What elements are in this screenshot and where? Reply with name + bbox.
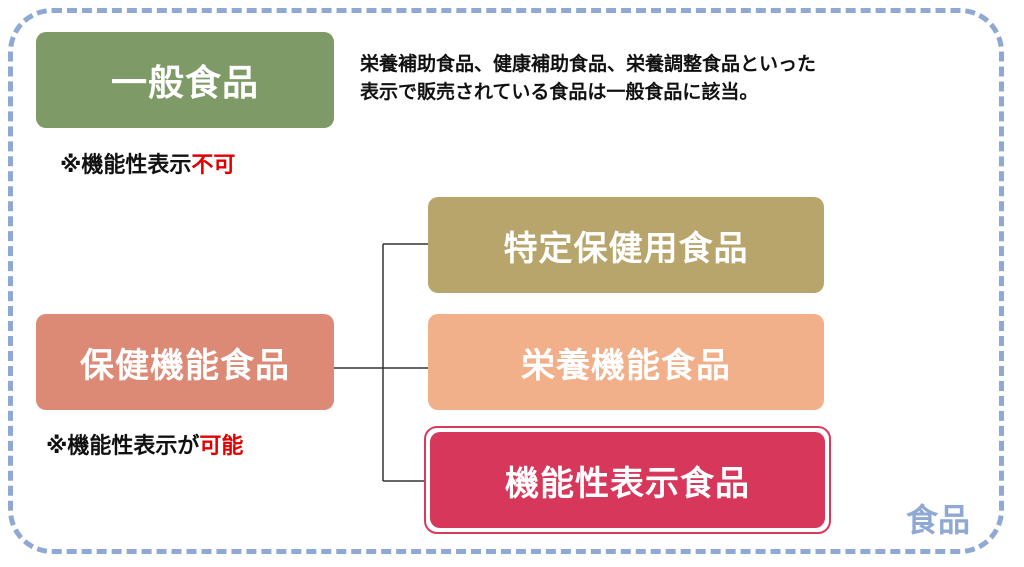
health-note-prefix: ※機能性表示が [46, 434, 200, 459]
health-food-note: ※機能性表示が可能 [46, 428, 243, 460]
health-note-emphasis: 可能 [199, 434, 244, 459]
ffc-highlight-outline [424, 426, 831, 534]
description-line-2: 表示で販売されている食品は一般食品に該当。 [360, 81, 759, 103]
description-line-1: 栄養補助食品、健康補助食品、栄養調整食品といった [360, 53, 817, 75]
food-corner-label: 食品 [905, 501, 970, 539]
general-note-prefix: ※機能性表示 [60, 153, 192, 178]
general-food-box: 一般食品 [36, 32, 334, 128]
general-note-emphasis: 不可 [191, 153, 236, 178]
ffc-box: 機能性表示食品 [430, 432, 825, 528]
health-function-food-box: 保健機能食品 [36, 314, 334, 410]
general-food-description: 栄養補助食品、健康補助食品、栄養調整食品といった 表示で販売されている食品は一般… [360, 50, 980, 106]
fnfc-box: 栄養機能食品 [428, 314, 824, 410]
fnfc-label: 栄養機能食品 [521, 345, 731, 386]
food-category-frame [8, 8, 1004, 554]
fosu-label: 特定保健用食品 [503, 228, 749, 269]
general-food-label: 一般食品 [110, 63, 259, 104]
general-food-note: ※機能性表示不可 [60, 147, 235, 179]
health-function-food-label: 保健機能食品 [80, 345, 290, 386]
ffc-label: 機能性表示食品 [505, 463, 750, 504]
fosu-box: 特定保健用食品 [428, 197, 824, 293]
